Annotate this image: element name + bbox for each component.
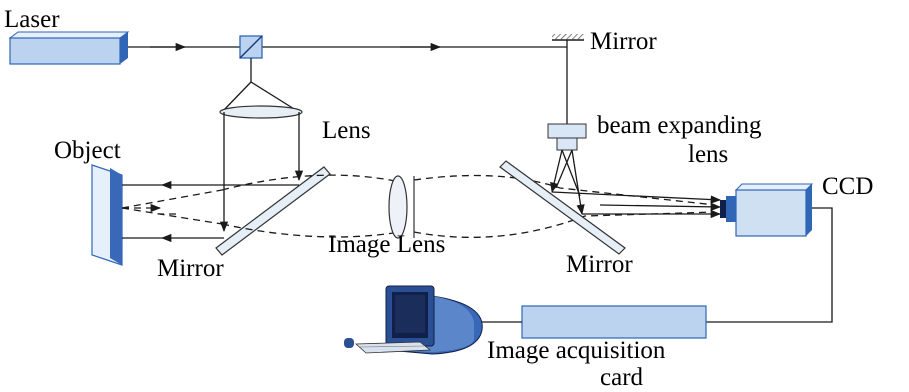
computer-icon [344, 285, 483, 355]
image-ray-arc-4 [413, 211, 716, 238]
ccd-label: CCD [822, 173, 873, 200]
focusing-lens [219, 105, 303, 119]
right-mirror [499, 160, 626, 255]
acquisition-card [521, 305, 707, 339]
acquisition-label-1: Image acquisition [487, 337, 666, 364]
expander-ray-1 [550, 149, 563, 194]
beam-expanding-label-1: beam expanding [597, 112, 762, 139]
expander-ray-2 [571, 149, 585, 216]
lens-cone-right [250, 81, 300, 113]
beam-splitter [239, 35, 263, 59]
lens-label: Lens [322, 117, 371, 144]
laser-label: Laser [4, 6, 60, 33]
image-lens [388, 175, 415, 239]
lens-cone-left [221, 81, 252, 113]
image-ray-arc-1 [221, 174, 401, 191]
image-ray-2 [121, 207, 223, 225]
left-mirror [215, 166, 331, 256]
laser-source [8, 31, 130, 65]
image-ray-arc-2 [221, 223, 401, 238]
ccd-cable [706, 207, 833, 323]
beam-expanding-lens [547, 123, 587, 151]
beam-expanding-label-2: lens [688, 141, 728, 168]
object-plate [91, 164, 123, 266]
image-ray-1 [121, 189, 223, 209]
ref-ray-3 [599, 202, 722, 212]
image-ray-arc-3 [413, 174, 716, 206]
image-lens-label: Image Lens [328, 231, 445, 258]
top-mirror-label: Mirror [590, 28, 657, 55]
expander-ray-3 [561, 149, 581, 197]
object-label: Object [54, 137, 121, 164]
expander-ray-4 [555, 149, 573, 189]
right-mirror-label: Mirror [566, 251, 633, 278]
ref-ray-1 [551, 191, 722, 204]
top-mirror [552, 34, 584, 41]
left-mirror-label: Mirror [157, 255, 224, 282]
acquisition-label-2: card [600, 364, 644, 391]
ccd-camera [720, 183, 814, 237]
